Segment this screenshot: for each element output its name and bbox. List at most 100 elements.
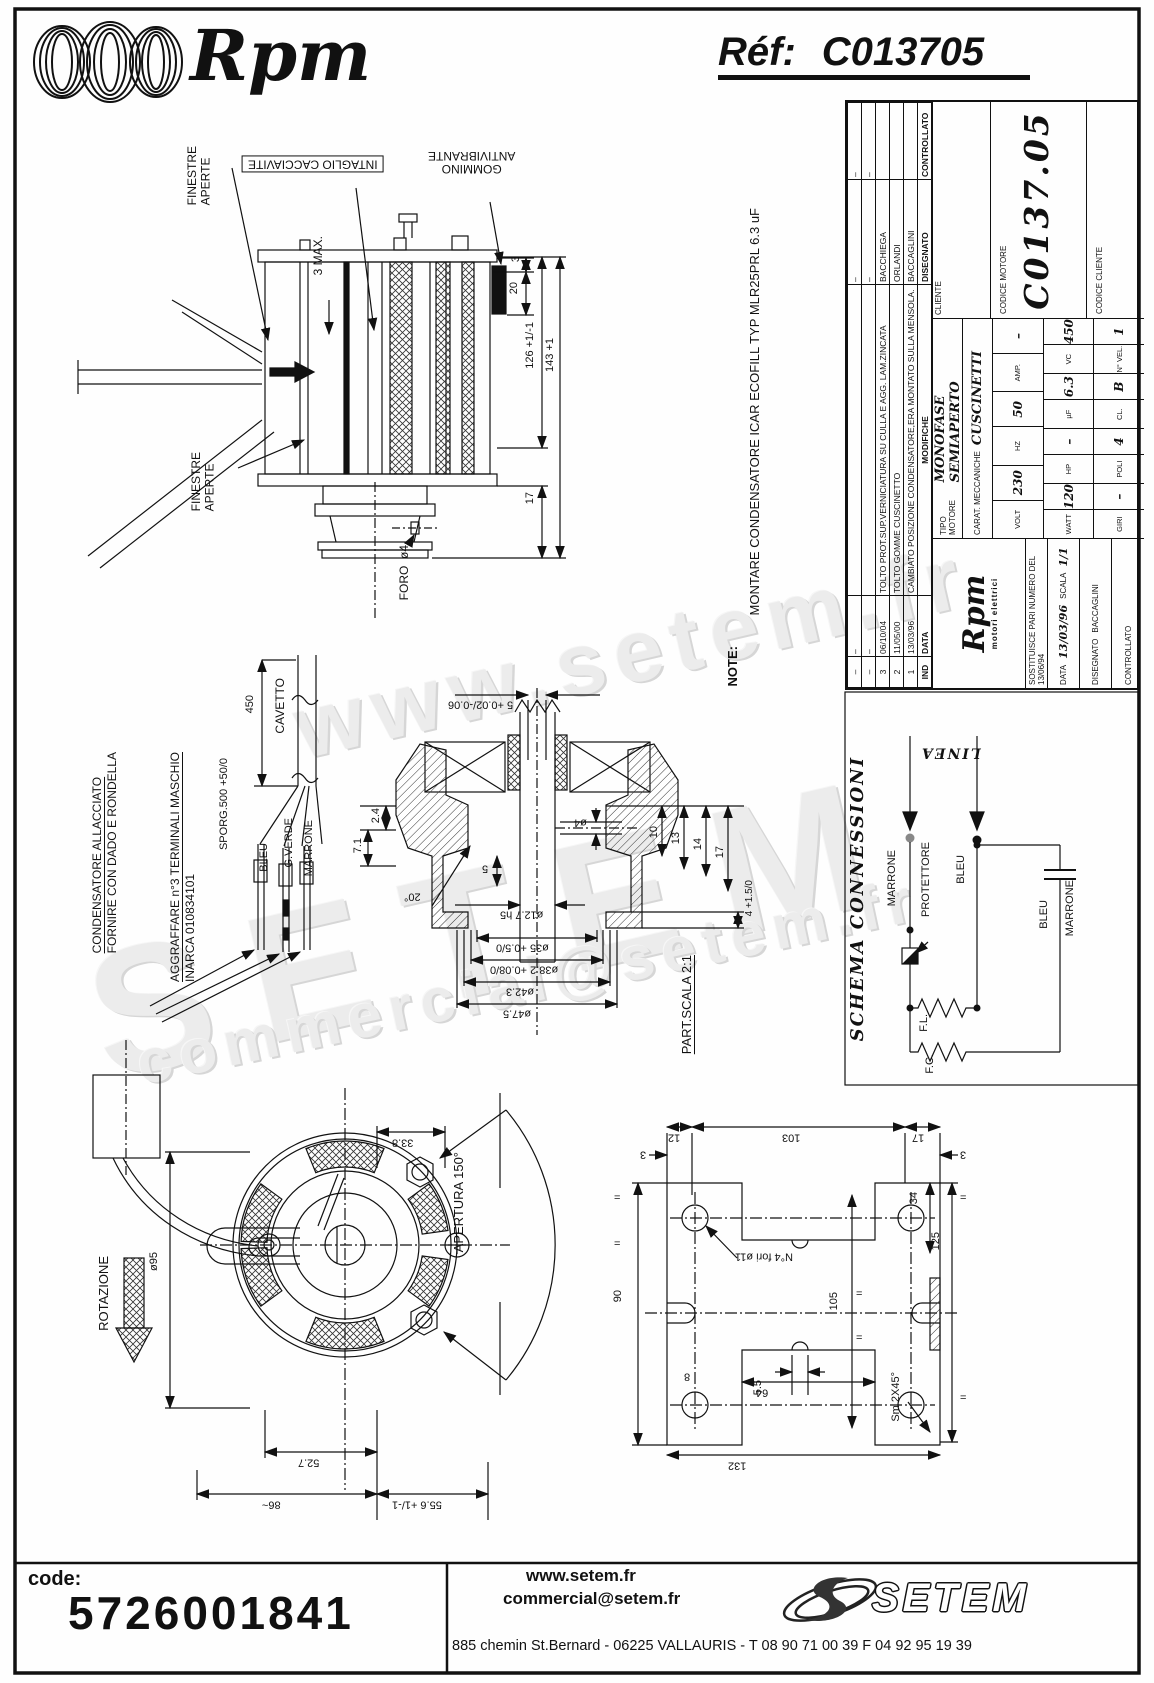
dim-dia12-7: ø12.7 h5 xyxy=(500,908,544,921)
note-label: NOTE: xyxy=(725,646,740,687)
label-part-scala: PART.SCALA 2:1 xyxy=(679,955,694,1055)
section-detail xyxy=(360,688,744,1035)
dim-3: 3 xyxy=(510,256,522,263)
dim-125: 125 xyxy=(930,1232,942,1251)
ref-label: Réf: xyxy=(718,30,796,74)
dim-dia35: ø35 +0.5/0 xyxy=(496,941,549,954)
dim-3-right: 3 xyxy=(960,1148,967,1161)
dim-105: 105 xyxy=(828,1292,840,1311)
schema-connessioni xyxy=(844,691,1139,1086)
eq-mark-5: = xyxy=(960,1192,967,1204)
dim-10: 10 xyxy=(648,826,660,839)
label-fori-11: N°4 fori ø11 xyxy=(735,1250,793,1263)
dim-17-plate: 17 xyxy=(912,1131,925,1144)
rpm-coils-logo xyxy=(33,21,183,103)
schema-fl: F.L. xyxy=(918,1014,930,1032)
front-view xyxy=(115,1088,556,1520)
footer-code-label: code: xyxy=(28,1568,82,1590)
side-view xyxy=(77,167,566,618)
tb-cliente: CLIENTE xyxy=(934,281,943,315)
dim-12: 12 xyxy=(668,1131,681,1144)
phillips-screw xyxy=(444,1232,470,1258)
dim-dia4: ø4 xyxy=(574,816,587,829)
label-intaglio-cacciavite: INTAGLIO CACCIAVITE xyxy=(242,155,384,173)
hex-screw-top xyxy=(406,1156,434,1188)
tb-codice-motore-value: C0137.05 xyxy=(1017,110,1056,310)
schema-marrone-2: MARRONE xyxy=(1064,880,1076,937)
mounting-plate xyxy=(632,1122,960,1460)
tb-codice-cliente: CODICE CLIENTE xyxy=(1095,246,1104,314)
label-finestre-aperte-bottom: FINESTRE APERTE xyxy=(189,452,217,512)
schema-fc: F.C. xyxy=(924,1054,936,1074)
dim-7-1: 7.1 xyxy=(352,838,364,854)
label-cavetto: CAVETTO xyxy=(273,678,287,734)
dim-17-side: 17 xyxy=(524,492,536,505)
dim-143: 143 +1 xyxy=(544,338,556,372)
schema-bleu-1: BLEU xyxy=(955,855,967,884)
dim-64: 64 xyxy=(756,1386,769,1399)
tb-codice-motore-label: CODICE MOTORE xyxy=(999,245,1008,314)
label-smusso: Sm 2X45° xyxy=(890,1372,902,1422)
eq-mark-2: = xyxy=(614,1238,621,1250)
schema-linea: LINEA xyxy=(920,744,981,761)
dim-34: 34 xyxy=(908,1192,920,1205)
label-sporgenza: SPORG.500 +50/0 xyxy=(218,758,230,851)
dim-dia38-2: ø38.2 +0.08/0 xyxy=(490,963,559,976)
footer-setem-logo: SETEM xyxy=(872,1576,1030,1620)
eq-mark-3: = xyxy=(856,1288,863,1300)
footer-address: 885 chemin St.Bernard - 06225 VALLAURIS … xyxy=(452,1638,972,1654)
dim-dia95: ø95 xyxy=(148,1252,160,1271)
footer-website[interactable]: www.setem.fr xyxy=(526,1566,636,1585)
reference-number: Réf: C013705 xyxy=(718,30,1030,80)
dim-103: 103 xyxy=(782,1131,801,1144)
dim-86: 86~ xyxy=(262,1498,281,1511)
tb-sostituisce: SOSTITUISCE PARI NUMERO DEL 13/06/94 xyxy=(1027,556,1046,685)
label-finestre-aperte-top: FINESTRE APERTE xyxy=(185,146,213,206)
label-wire-gverde: G.VERDE xyxy=(283,818,295,868)
cable-detail xyxy=(92,655,345,1257)
schema-protettore: PROTETTORE xyxy=(920,842,932,917)
dim-4-tol: 4 +1.5/0 xyxy=(744,880,755,917)
dim-132: 132 xyxy=(728,1459,747,1472)
schema-bleu-2: BLEU xyxy=(1038,900,1050,929)
label-foro-4: FORO ø4 xyxy=(397,545,411,601)
label-gommino-antivibrante: GOMMINO ANTIVIBRANTE xyxy=(428,148,516,176)
sheet-border xyxy=(13,7,1141,1675)
schema-marrone: MARRONE xyxy=(886,850,898,907)
dim-2-4: 2.4 xyxy=(370,808,382,824)
dim-angle-20: 20° xyxy=(404,890,421,903)
dim-17-section: 17 xyxy=(714,846,726,859)
schema-title: SCHEMA CONNESSIONI xyxy=(847,756,868,1042)
brand-logo-text: Rpm xyxy=(190,14,372,97)
dim-3max: 3 MAX. xyxy=(311,236,325,276)
label-rotazione: ROTAZIONE xyxy=(96,1256,111,1331)
eq-mark-6: = xyxy=(960,1392,967,1404)
dim-3-left: 3 xyxy=(640,1148,647,1161)
tb-logo: Rpm motori elettrici xyxy=(933,539,1026,688)
dim-14: 14 xyxy=(692,838,704,851)
dim-450: 450 xyxy=(244,695,256,714)
note-text: MONTARE CONDENSATORE ICAR ECOFILL TYP ML… xyxy=(747,208,762,616)
eq-mark-4: = xyxy=(856,1332,863,1344)
dim-126: 126 +1/-1 xyxy=(524,322,536,369)
dim-13: 13 xyxy=(670,832,682,845)
dim-dia42-3: ø42.3 xyxy=(506,985,535,998)
dim-52-7: 52.7 xyxy=(298,1456,320,1469)
label-apertura-150: APERTURA 150° xyxy=(451,1152,466,1253)
dim-8: 8 xyxy=(684,1370,691,1383)
dim-55-6: 55.6 +1/-1 xyxy=(392,1498,442,1511)
label-wire-bleu: BLEU xyxy=(258,843,270,872)
footer-email[interactable]: commercial@setem.fr xyxy=(503,1589,681,1608)
dim-33-8: 33.8 xyxy=(392,1136,414,1149)
hex-screw-bottom xyxy=(410,1304,438,1336)
dim-20: 20 xyxy=(508,282,520,295)
label-wire-marrone: MARRONE xyxy=(303,820,315,877)
footer-code-value: 5726001841 xyxy=(68,1587,354,1639)
eq-mark-1: = xyxy=(614,1192,621,1204)
